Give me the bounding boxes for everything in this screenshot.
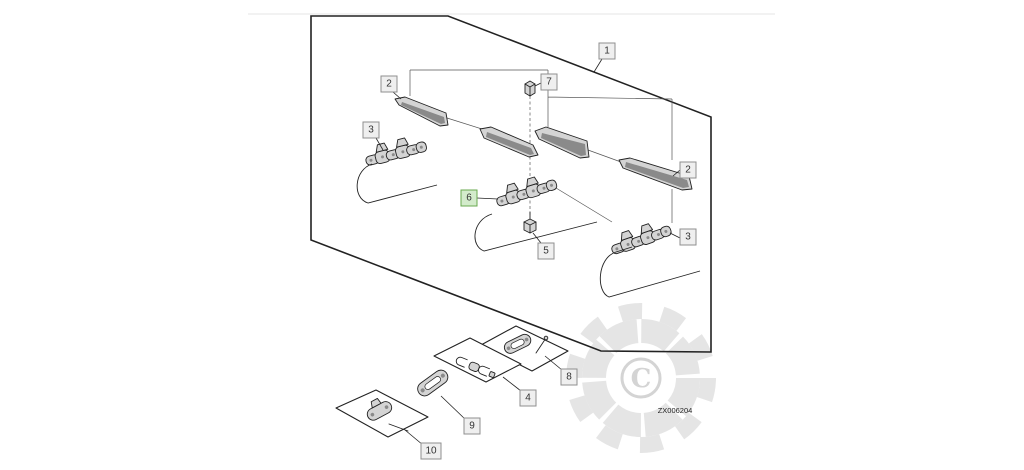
callout-box <box>362 121 380 139</box>
knife-section-right <box>618 157 693 191</box>
loose-link-9 <box>417 369 449 397</box>
gear-icon: C <box>566 303 716 453</box>
callout-2-upper[interactable]: 2 <box>380 75 398 93</box>
gear-teeth <box>566 303 716 453</box>
callout-label: 4 <box>525 393 531 404</box>
spring-pin <box>388 423 409 432</box>
callout-1[interactable]: 1 <box>598 42 616 60</box>
construction-lines-upper <box>409 69 673 160</box>
leader-line-6 <box>476 197 499 200</box>
callout-box <box>537 242 555 260</box>
nut-drawing <box>524 80 536 97</box>
callout-label: 5 <box>543 246 549 257</box>
callout-box <box>540 73 558 91</box>
callout-box <box>460 189 478 207</box>
bolt-edges <box>523 221 537 234</box>
pin-dot <box>506 346 511 351</box>
callout-box <box>420 442 442 460</box>
kit-card-8 <box>480 325 569 372</box>
kit-card-4 <box>433 337 522 383</box>
callout-6[interactable]: 6 <box>460 189 478 207</box>
leader-line-2-right <box>672 169 681 177</box>
connecting-link <box>503 333 532 354</box>
knife-edge <box>625 162 689 188</box>
callout-label: 6 <box>466 193 472 204</box>
callout-label: 9 <box>469 421 475 432</box>
callout-label: 10 <box>425 446 437 457</box>
leader-line-10 <box>404 429 424 446</box>
callout-3-right[interactable]: 3 <box>679 228 697 246</box>
bolt-drawing <box>523 211 537 234</box>
attachment-wing <box>370 397 382 409</box>
callout-box <box>598 42 616 60</box>
knife-section-upper-left <box>394 96 449 127</box>
guide-curve-left <box>356 163 438 204</box>
pin-head <box>543 335 549 341</box>
knife-edge <box>486 132 534 155</box>
link-half <box>455 356 468 368</box>
leader-line-7 <box>534 82 542 87</box>
chain-assembly-middle <box>492 170 559 209</box>
link-halves <box>455 356 496 378</box>
callout-8[interactable]: 8 <box>560 368 578 386</box>
pin-dot <box>524 337 529 342</box>
knife-section-middle-right <box>534 126 590 159</box>
leader-line-4 <box>502 376 522 392</box>
callout-label: 3 <box>368 125 374 136</box>
figure-code: ZX006204 <box>658 406 693 415</box>
callout-label: 3 <box>685 232 691 243</box>
knife-edge <box>401 102 445 124</box>
callout-7[interactable]: 7 <box>540 73 558 91</box>
spring-pin <box>535 337 547 354</box>
callout-label: 2 <box>685 165 691 176</box>
gear-body <box>582 319 700 437</box>
bushing <box>488 371 496 378</box>
leader-line-2-upper <box>392 91 402 100</box>
link-slot <box>424 376 441 390</box>
attachment-link <box>366 397 393 421</box>
pin-dot <box>384 405 389 409</box>
pin-dot <box>370 412 375 417</box>
leader-line-5 <box>532 232 542 244</box>
card-outline <box>433 337 522 383</box>
callout-3-left[interactable]: 3 <box>362 121 380 139</box>
guide-curve-middle <box>474 213 598 252</box>
callout-9[interactable]: 9 <box>463 417 481 435</box>
link-slot <box>510 338 525 349</box>
leader-line-9 <box>440 395 467 421</box>
chain-assembly-right <box>607 217 674 257</box>
callout-4[interactable]: 4 <box>519 389 537 407</box>
pin-dot <box>440 373 445 378</box>
link-half <box>478 365 490 377</box>
leader-line-3-right <box>669 232 681 239</box>
callout-5[interactable]: 5 <box>537 242 555 260</box>
callout-box <box>380 75 398 93</box>
callout-box <box>679 228 697 246</box>
nut-edges <box>524 83 536 97</box>
knife-edge <box>541 133 586 156</box>
callout-box <box>463 417 481 435</box>
kit-card-10 <box>335 389 429 438</box>
callout-label: 1 <box>604 46 610 57</box>
callout-box <box>679 161 697 179</box>
leader-line-3-left <box>375 137 384 151</box>
callout-2-right[interactable]: 2 <box>679 161 697 179</box>
callout-label: 7 <box>546 77 552 88</box>
callout-label: 2 <box>386 79 392 90</box>
assembly-frame <box>310 15 712 353</box>
pin-dot <box>420 388 425 393</box>
callout-10[interactable]: 10 <box>420 442 442 460</box>
watermark-logo-letter: C <box>631 364 652 394</box>
construction-lines-lower <box>446 117 673 223</box>
leader-line-8 <box>544 355 563 371</box>
leader-lines <box>375 58 681 446</box>
callout-box <box>519 389 537 407</box>
watermark-logo-ring <box>620 357 662 399</box>
callout-box <box>560 368 578 386</box>
leader-line-1 <box>593 58 603 73</box>
guide-curve-right <box>599 246 701 298</box>
callout-label: 8 <box>566 372 572 383</box>
knife-section-middle-left <box>479 126 539 158</box>
